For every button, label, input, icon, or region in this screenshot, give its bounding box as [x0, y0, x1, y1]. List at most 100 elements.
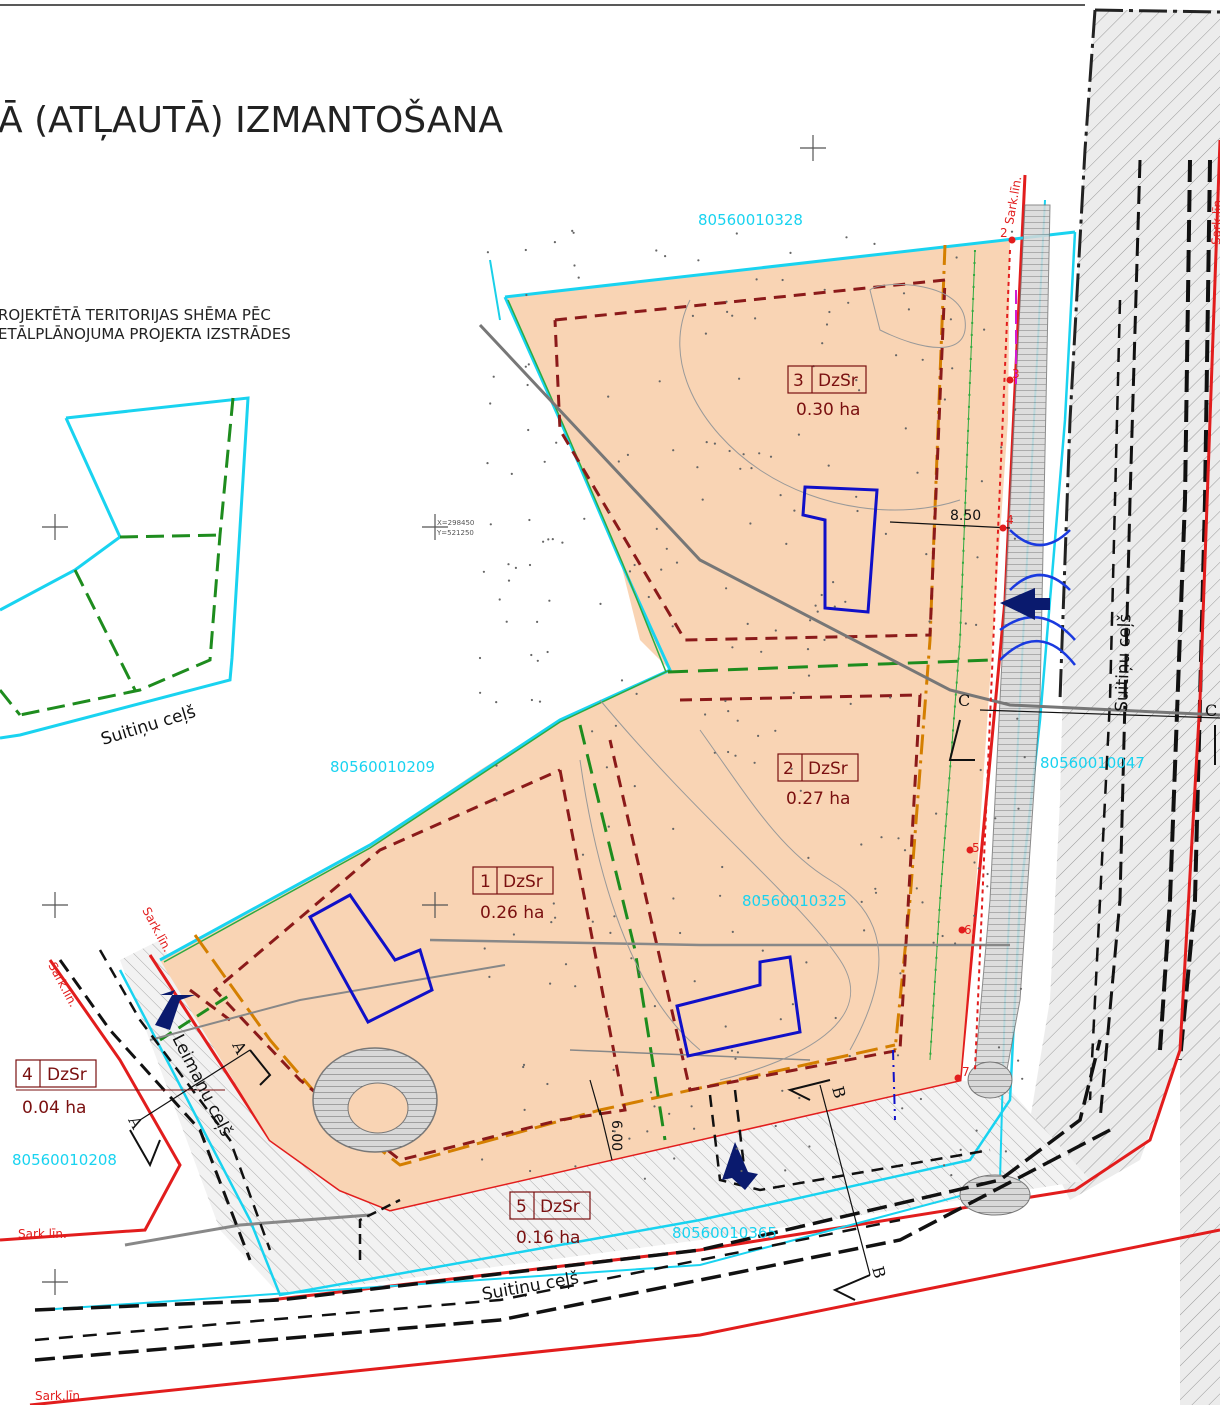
section-label-c: C: [958, 691, 970, 710]
survey-dot: [591, 730, 594, 733]
red-line-south: [29, 1228, 1220, 1405]
contour: [699, 729, 880, 1051]
inset-boundary: [0, 417, 122, 612]
survey-dot: [1019, 987, 1023, 990]
survey-dot: [757, 896, 760, 899]
survey-dot: [873, 242, 876, 245]
inset-division: [19, 397, 235, 717]
survey-dot: [725, 587, 728, 590]
contour: [679, 299, 961, 511]
inset-title-line1: ROJEKTĒTĀ TERITORIJAS SHĒMA PĒC: [0, 306, 271, 324]
survey-dot: [727, 710, 730, 713]
survey-dot: [789, 251, 792, 254]
entry-arc: [1009, 529, 1071, 547]
parcel-outline-green: [163, 669, 671, 963]
survey-dot: [713, 442, 717, 445]
survey-dot: [527, 363, 530, 366]
dimension-line: [889, 521, 1011, 529]
survey-dot: [705, 441, 708, 444]
road-edge-line: [98, 949, 272, 1251]
survey-dot: [855, 495, 858, 498]
survey-dot: [693, 1127, 696, 1130]
survey-dot: [628, 1137, 631, 1140]
survey-dot: [827, 464, 830, 467]
survey-dot: [994, 817, 997, 820]
survey-dot: [799, 789, 802, 792]
survey-dot: [655, 249, 658, 252]
svg-text:4: 4: [22, 1065, 33, 1085]
road-corridor-south: [120, 940, 1090, 1295]
survey-dot: [507, 563, 510, 566]
survey-dot: [529, 1169, 532, 1173]
road-edge-line: [34, 1039, 1102, 1312]
survey-dot: [740, 1169, 743, 1173]
survey-dot: [550, 921, 553, 924]
svg-text:0.26 ha: 0.26 ha: [480, 903, 544, 923]
survey-dot: [769, 455, 773, 458]
survey-dot: [847, 301, 850, 304]
survey-dot: [979, 768, 982, 772]
svg-text:DzSr: DzSr: [818, 371, 858, 391]
survey-dot: [581, 853, 585, 856]
survey-dot: [734, 754, 737, 757]
survey-dot: [980, 480, 984, 483]
svg-text:5: 5: [516, 1197, 527, 1217]
survey-dot: [478, 656, 482, 660]
survey-dot: [481, 1158, 484, 1161]
survey-dot: [907, 308, 911, 311]
svg-text:0.16 ha: 0.16 ha: [516, 1228, 580, 1248]
survey-dot: [554, 916, 557, 919]
survey-dot: [825, 323, 829, 326]
lot-label-5: 5 DzSr 0.16 ha: [509, 1191, 591, 1248]
coordinate-y: Y=521250: [436, 529, 474, 537]
survey-dot: [986, 872, 989, 876]
inset-division: [119, 533, 221, 539]
survey-dot: [528, 563, 532, 567]
lot-division: [159, 993, 231, 1042]
contour: [579, 759, 701, 1051]
red-line-east: [269, 139, 1220, 1302]
survey-dot: [902, 292, 906, 295]
survey-dot: [653, 1005, 657, 1008]
survey-dot: [527, 428, 530, 432]
survey-dot: [614, 724, 618, 727]
survey-dot: [522, 1065, 525, 1069]
survey-dot: [1013, 537, 1017, 540]
survey-dot: [742, 453, 745, 456]
survey-dot: [823, 288, 826, 291]
road-edge-line: [1158, 159, 1192, 1051]
survey-dot: [719, 894, 722, 897]
survey-dot: [647, 595, 650, 599]
survey-dot: [693, 980, 696, 983]
dimension-label: 8.50: [950, 508, 981, 524]
road-edge-line: [1098, 159, 1142, 1121]
survey-dot: [643, 1177, 647, 1180]
cadastral-number: 80560010325: [742, 892, 847, 910]
survey-dot: [660, 568, 663, 571]
survey-dot: [1017, 1059, 1020, 1062]
survey-dot: [672, 827, 675, 831]
survey-dot: [863, 929, 866, 932]
survey-dot: [973, 914, 976, 917]
section-label-a: A: [124, 1112, 147, 1132]
boundary-east: [1058, 9, 1097, 701]
survey-dot: [543, 460, 546, 463]
survey-dot: [605, 766, 609, 769]
survey-dot: [746, 622, 749, 626]
survey-dot: [858, 389, 861, 392]
survey-dot: [546, 1082, 549, 1086]
survey-dot: [1010, 517, 1013, 520]
survey-dot: [738, 377, 741, 380]
easement-line: [893, 244, 947, 1051]
survey-dot: [809, 619, 812, 622]
survey-dot: [828, 310, 831, 314]
access-arrow-icon: [155, 990, 195, 1030]
survey-dot: [607, 395, 610, 398]
svg-text:0.30 ha: 0.30 ha: [796, 400, 860, 420]
survey-dot: [542, 540, 545, 543]
survey-dot: [847, 375, 851, 378]
svg-text:0.27 ha: 0.27 ha: [786, 789, 850, 809]
survey-dot: [483, 947, 486, 950]
section-mark-a: [129, 1129, 161, 1168]
survey-dot: [954, 942, 957, 945]
